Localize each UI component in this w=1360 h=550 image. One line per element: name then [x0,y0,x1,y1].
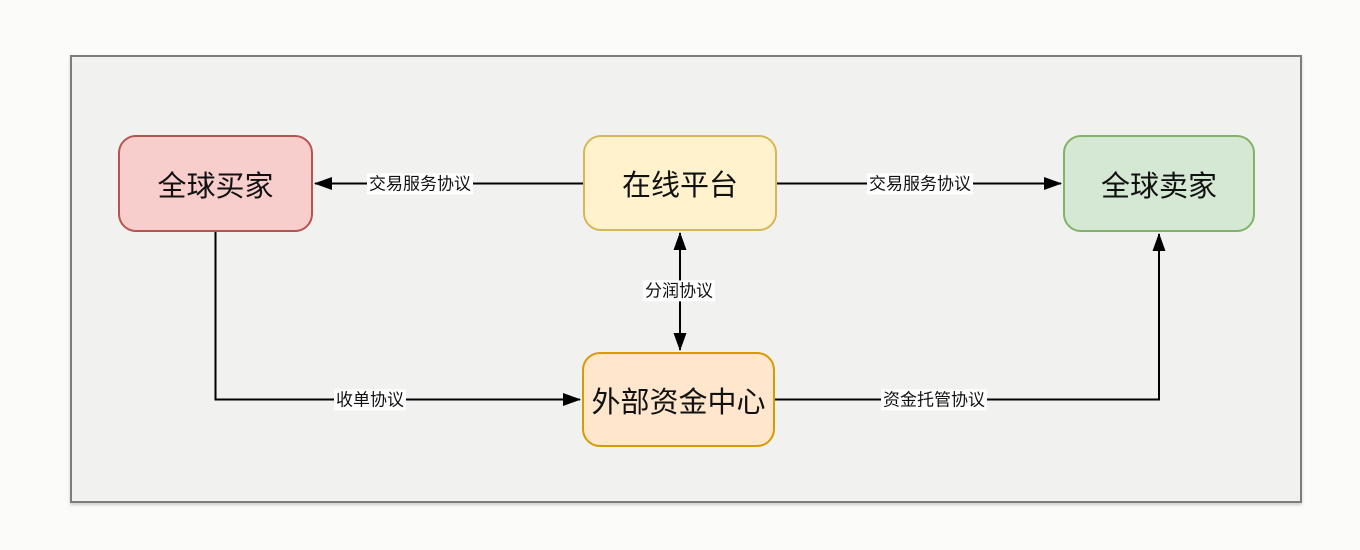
edge-label-funds-custody: 资金托管协议 [881,389,987,411]
edge-label-transaction-service-right: 交易服务协议 [867,173,973,195]
node-global-buyer: 全球买家 [118,135,313,232]
node-online-platform: 在线平台 [583,135,777,231]
node-external-funds-center: 外部资金中心 [582,352,775,447]
edge-label-transaction-service-left: 交易服务协议 [367,173,473,195]
node-online-platform-label: 在线平台 [621,170,738,202]
node-global-seller-label: 全球卖家 [1100,170,1217,203]
node-external-funds-center-label: 外部资金中心 [591,386,766,419]
edge-acquiring [214,232,581,406]
node-global-seller: 全球卖家 [1063,135,1255,232]
edge-label-profit-sharing: 分润协议 [643,280,715,302]
node-global-buyer-label: 全球买家 [157,170,274,203]
edge-funds-custody [775,233,1166,401]
edge-label-acquiring: 收单协议 [334,389,406,411]
diagram-frame: 全球买家 在线平台 全球卖家 外部资金中心 交易服务协议 交易服务协议 分润协议… [70,55,1302,503]
